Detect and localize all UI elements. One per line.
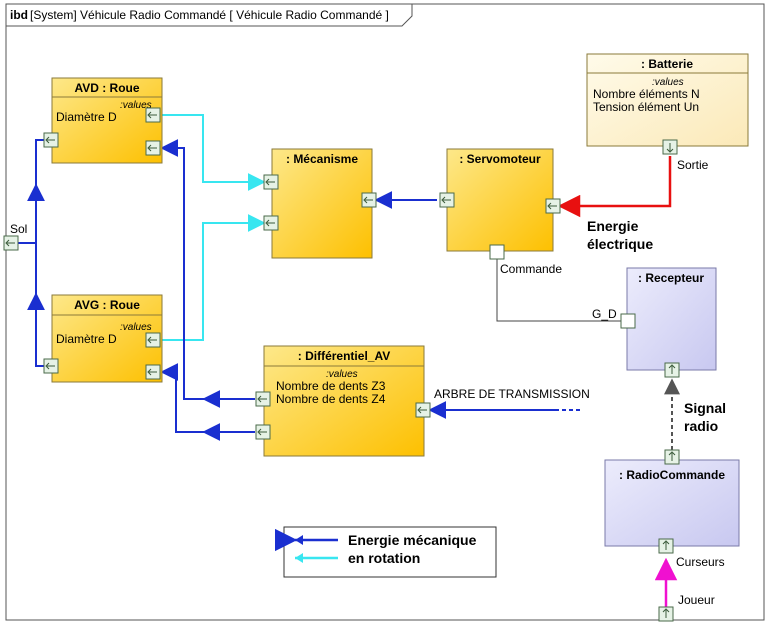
block-avd-roue[interactable] bbox=[51, 77, 163, 164]
block-batterie[interactable] bbox=[586, 53, 749, 147]
block-batterie-value-0: Nombre éléments N bbox=[593, 87, 700, 101]
port-diff-1[interactable] bbox=[255, 391, 271, 407]
port-sol[interactable] bbox=[3, 235, 19, 251]
block-radiocommande[interactable] bbox=[604, 459, 740, 547]
flow-blue-diff-avg bbox=[160, 363, 255, 433]
label-energie-electrique-1: Energie bbox=[587, 218, 639, 234]
port-diff-2[interactable] bbox=[255, 424, 271, 440]
diagram-frame bbox=[5, 3, 765, 621]
block-radiocommande-title: : RadioCommande bbox=[619, 468, 725, 482]
port-mecanisme-1[interactable] bbox=[263, 174, 279, 190]
port-label-sol: Sol bbox=[10, 222, 27, 236]
label-energie-electrique-2: électrique bbox=[587, 236, 653, 252]
block-avg-compartment: :values bbox=[120, 322, 152, 333]
label-arbre-transmission: ARBRE DE TRANSMISSION bbox=[434, 387, 590, 401]
flow-blue-sol-avd bbox=[35, 139, 44, 243]
port-recepteur-bottom[interactable] bbox=[664, 362, 680, 378]
block-differentiel-value-0: Nombre de dents Z3 bbox=[276, 379, 386, 393]
label-signal-radio-1: Signal bbox=[684, 400, 726, 416]
port-servo-left[interactable] bbox=[439, 192, 455, 208]
block-recepteur[interactable] bbox=[626, 267, 717, 371]
port-avd-right-1[interactable] bbox=[145, 107, 161, 123]
block-differentiel-value-1: Nombre de dents Z4 bbox=[276, 392, 386, 406]
flow-cyan-avg-mecanisme bbox=[161, 214, 266, 341]
port-avg-right-2[interactable] bbox=[145, 364, 161, 380]
block-mecanisme-title: : Mécanisme bbox=[286, 152, 358, 166]
block-avd-compartment: :values bbox=[120, 100, 152, 111]
block-avg-value-0: Diamètre D bbox=[56, 332, 117, 346]
block-differentiel-title: : Différentiel_AV bbox=[298, 349, 390, 363]
block-mecanisme[interactable] bbox=[271, 148, 373, 259]
block-differentiel[interactable] bbox=[263, 345, 425, 457]
port-label-curseurs: Curseurs bbox=[676, 555, 725, 569]
block-recepteur-title: : Recepteur bbox=[638, 271, 704, 285]
block-avg-roue[interactable] bbox=[51, 294, 163, 383]
port-label-sortie: Sortie bbox=[677, 158, 709, 172]
port-avg-left[interactable] bbox=[43, 358, 59, 374]
frame-keyword: ibd bbox=[10, 8, 28, 22]
port-mecanisme-2[interactable] bbox=[263, 215, 279, 231]
block-servomoteur-title: : Servomoteur bbox=[459, 152, 541, 166]
block-differentiel-compartment: :values bbox=[326, 369, 358, 380]
block-servomoteur[interactable] bbox=[446, 148, 554, 252]
port-avg-right-1[interactable] bbox=[145, 332, 161, 348]
legend-line1: Energie mécanique bbox=[348, 532, 477, 548]
frame-title: [System] Véhicule Radio Commandé [ Véhic… bbox=[30, 8, 389, 22]
block-avd-value-0: Diamètre D bbox=[56, 110, 117, 124]
port-mecanisme-3[interactable] bbox=[361, 192, 377, 208]
flow-red-batterie-servo bbox=[557, 156, 672, 218]
legend-box bbox=[274, 526, 497, 578]
connector-commande-gd bbox=[496, 259, 621, 322]
port-diff-right[interactable] bbox=[415, 402, 431, 418]
port-recepteur-gd[interactable] bbox=[620, 313, 636, 329]
port-batterie-sortie[interactable] bbox=[662, 139, 678, 155]
flow-cyan-avd-mecanisme bbox=[161, 114, 266, 191]
port-avd-left[interactable] bbox=[43, 132, 59, 148]
port-joueur[interactable] bbox=[658, 606, 674, 622]
port-label-joueur: Joueur bbox=[678, 593, 715, 607]
legend-line2: en rotation bbox=[348, 550, 420, 566]
flow-blue-diff-avd bbox=[160, 139, 255, 400]
port-servo-commande[interactable] bbox=[489, 244, 505, 260]
flow-blue-sol-avg bbox=[35, 243, 44, 367]
port-radiocommande-top[interactable] bbox=[664, 449, 680, 465]
port-label-commande: Commande bbox=[500, 262, 562, 276]
port-label-gd: G_D bbox=[592, 307, 617, 321]
block-batterie-compartment: :values bbox=[652, 77, 684, 88]
port-servo-right[interactable] bbox=[545, 198, 561, 214]
block-avg-title: AVG : Roue bbox=[74, 298, 140, 312]
block-batterie-value-1: Tension élément Un bbox=[593, 100, 699, 114]
port-avd-right-2[interactable] bbox=[145, 140, 161, 156]
label-signal-radio-2: radio bbox=[684, 418, 718, 434]
block-avd-title: AVD : Roue bbox=[74, 81, 139, 95]
port-radiocommande-curseurs[interactable] bbox=[658, 538, 674, 554]
block-batterie-title: : Batterie bbox=[641, 57, 693, 71]
